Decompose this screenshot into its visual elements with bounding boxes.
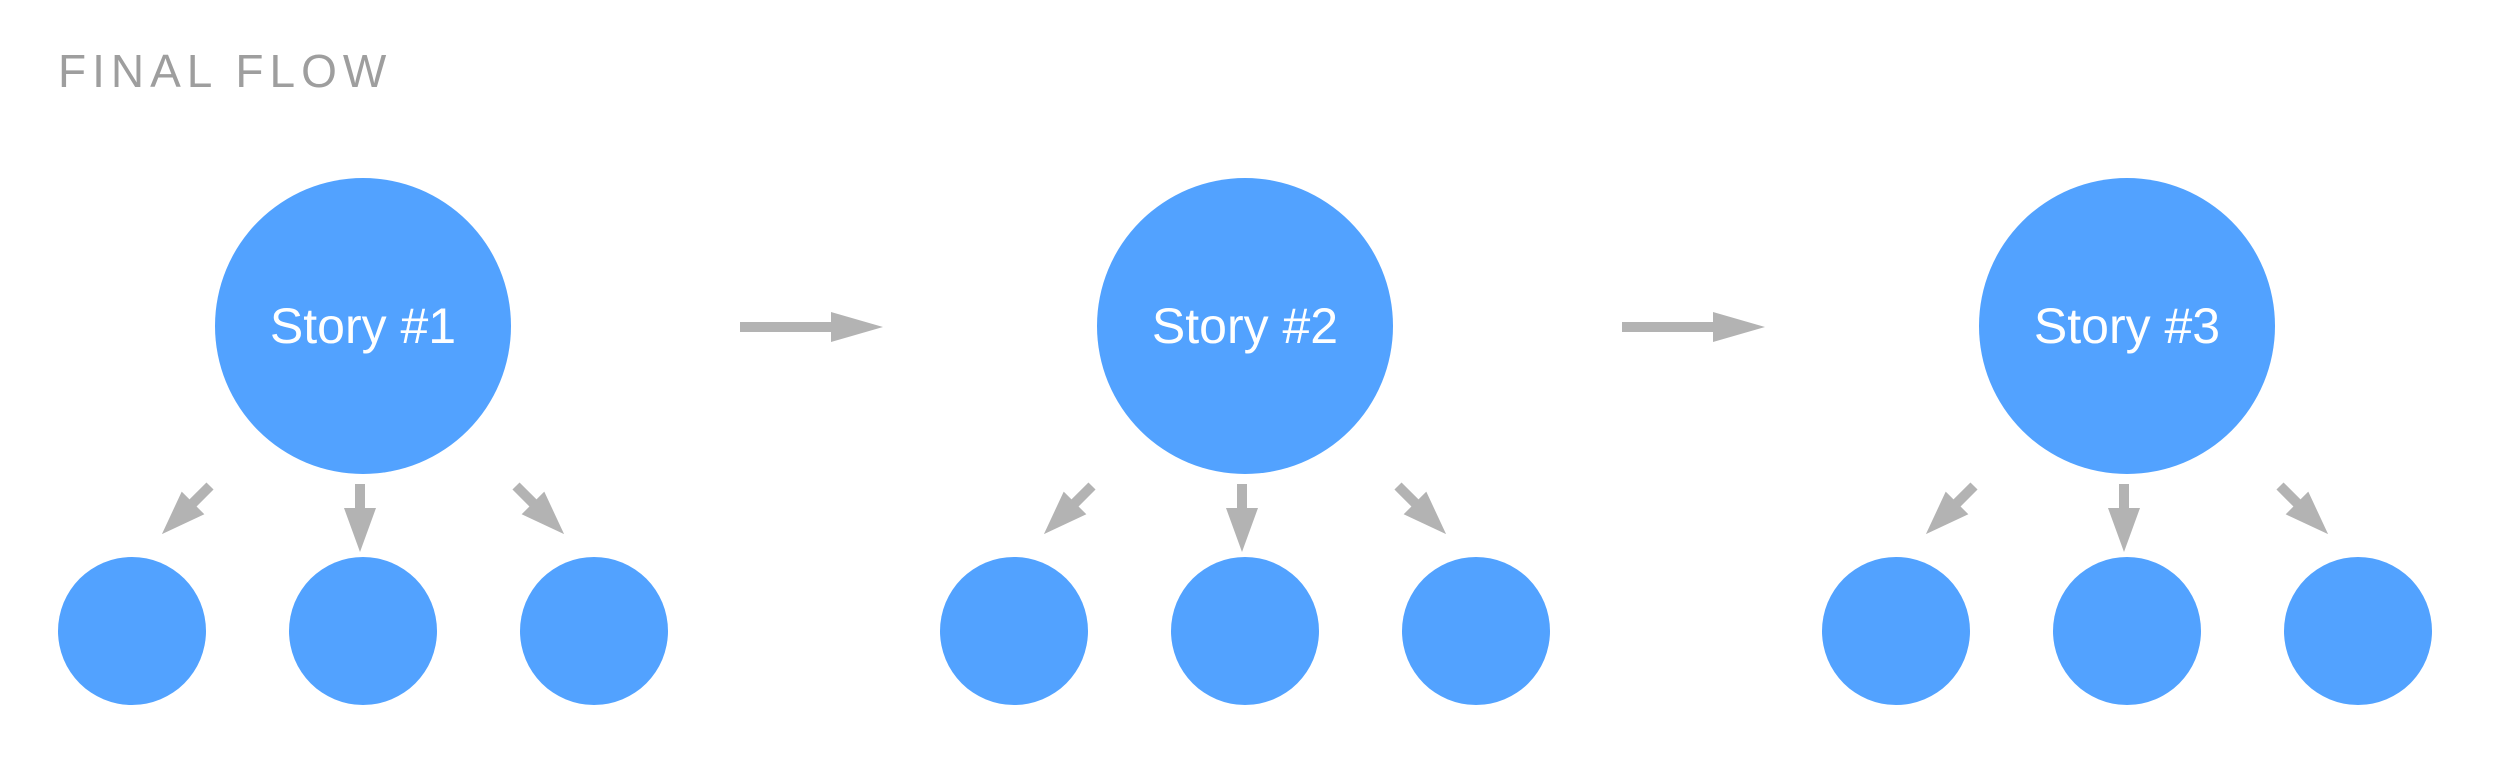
page-title: FINAL FLOW xyxy=(58,45,393,97)
child-arrow-left xyxy=(1925,482,1978,535)
child-arrow-right xyxy=(1394,482,1447,535)
child-node xyxy=(940,557,1088,705)
story-group-1: Story #1 xyxy=(58,178,668,705)
child-node xyxy=(289,557,437,705)
story-node xyxy=(215,178,511,474)
flow-arrow xyxy=(1622,312,1765,342)
child-node xyxy=(58,557,206,705)
child-node xyxy=(1822,557,1970,705)
child-arrow-right xyxy=(512,482,565,535)
story-label: Story #1 xyxy=(270,298,456,354)
child-node xyxy=(2284,557,2432,705)
story-label: Story #3 xyxy=(2034,298,2220,354)
child-arrow-center xyxy=(344,484,376,552)
story-group-3: Story #3 xyxy=(1822,178,2432,705)
child-arrow-center xyxy=(1226,484,1258,552)
story-node xyxy=(1979,178,2275,474)
child-arrow-left xyxy=(161,482,214,535)
story-label: Story #2 xyxy=(1152,298,1338,354)
story-group-2: Story #2 xyxy=(940,178,1550,705)
child-node xyxy=(2053,557,2201,705)
child-arrow-center xyxy=(2108,484,2140,552)
child-node xyxy=(1171,557,1319,705)
child-node xyxy=(520,557,668,705)
child-arrow-right xyxy=(2276,482,2329,535)
child-node xyxy=(1402,557,1550,705)
child-arrow-left xyxy=(1043,482,1096,535)
flow-arrow xyxy=(740,312,883,342)
story-node xyxy=(1097,178,1393,474)
